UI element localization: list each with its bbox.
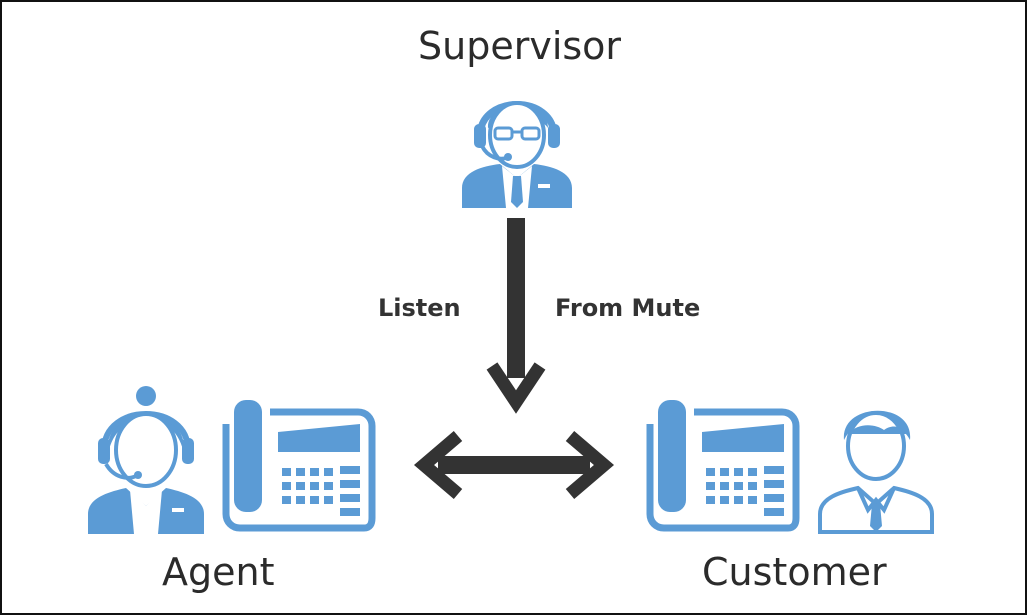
agent-headset-icon [88,386,204,534]
supervisor-down-arrow [486,218,546,414]
agent-desk-phone-icon [222,400,376,532]
from-mute-label: From Mute [555,294,701,322]
agent-customer-double-arrow [413,431,615,499]
listen-label: Listen [378,294,461,322]
customer-label: Customer [702,550,887,594]
agent-label: Agent [162,550,275,594]
customer-person-icon [818,410,934,534]
supervisor-label: Supervisor [418,24,622,68]
supervisor-headset-glasses-icon [462,101,572,208]
customer-desk-phone-icon [646,400,800,532]
